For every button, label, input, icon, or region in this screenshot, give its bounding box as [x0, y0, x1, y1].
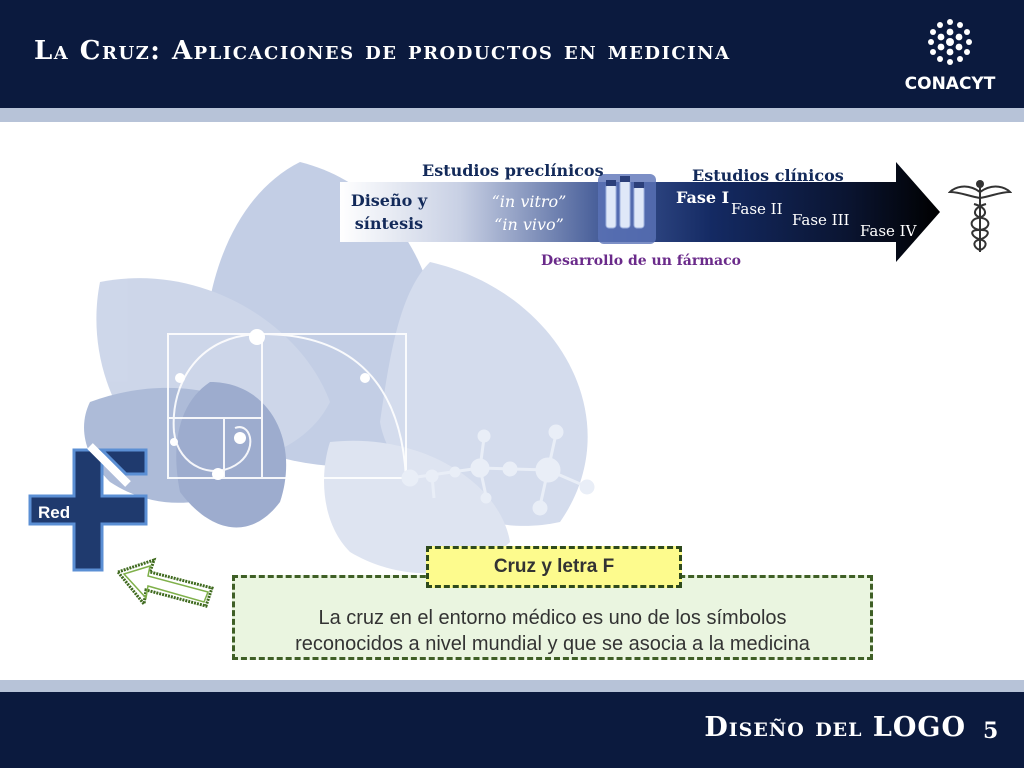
red-label: Red [38, 503, 71, 522]
label-phase-2: Fase II [731, 200, 783, 218]
page-number: 5 [983, 718, 999, 744]
conacyt-logo: CONACYT [895, 14, 1005, 100]
label-phase-3: Fase III [792, 211, 850, 229]
label-design-line1: Diseño y [350, 191, 428, 210]
callout-text: La cruz en el entorno médico es uno de l… [238, 605, 867, 657]
label-clinical-studies: Estudios clínicos [692, 166, 844, 185]
callout-box [232, 575, 873, 660]
label-drug-development: Desarrollo de un fármaco [541, 253, 741, 269]
label-design-synthesis: Diseño y síntesis [346, 189, 432, 235]
footer-bar [0, 692, 1024, 768]
red-cross-logo [28, 443, 148, 572]
label-phase-1: Fase I [676, 188, 730, 207]
label-design-line2: síntesis [354, 214, 424, 233]
sketch-arrow-icon [115, 557, 214, 608]
label-in-vitro-in-vivo: “in vitro” “in vivo” [482, 190, 576, 236]
footer-strip [0, 680, 1024, 692]
slide-title: La Cruz: Aplicaciones de productos en me… [34, 36, 731, 66]
callout-tag: Cruz y letra F [493, 556, 615, 577]
label-in-vivo: “in vivo” [494, 215, 564, 234]
callout-line2: reconocidos a nivel mundial y que se aso… [295, 633, 810, 655]
label-phase-4: Fase IV [860, 222, 917, 240]
header-strip [0, 108, 1024, 122]
conacyt-dots-icon [928, 19, 972, 65]
footer-title: Diseño del LOGO [704, 712, 966, 743]
flower-background-graphic [84, 162, 595, 574]
callout-line1: La cruz en el entorno médico es uno de l… [318, 607, 787, 629]
vials-image [598, 174, 656, 244]
label-in-vitro: “in vitro” [491, 192, 567, 211]
header-bar [0, 0, 1024, 108]
conacyt-logo-text: CONACYT [904, 74, 996, 94]
label-preclinical-studies: Estudios preclínicos [422, 161, 604, 180]
caduceus-icon [948, 180, 1012, 252]
callout-tag-box [426, 546, 682, 588]
